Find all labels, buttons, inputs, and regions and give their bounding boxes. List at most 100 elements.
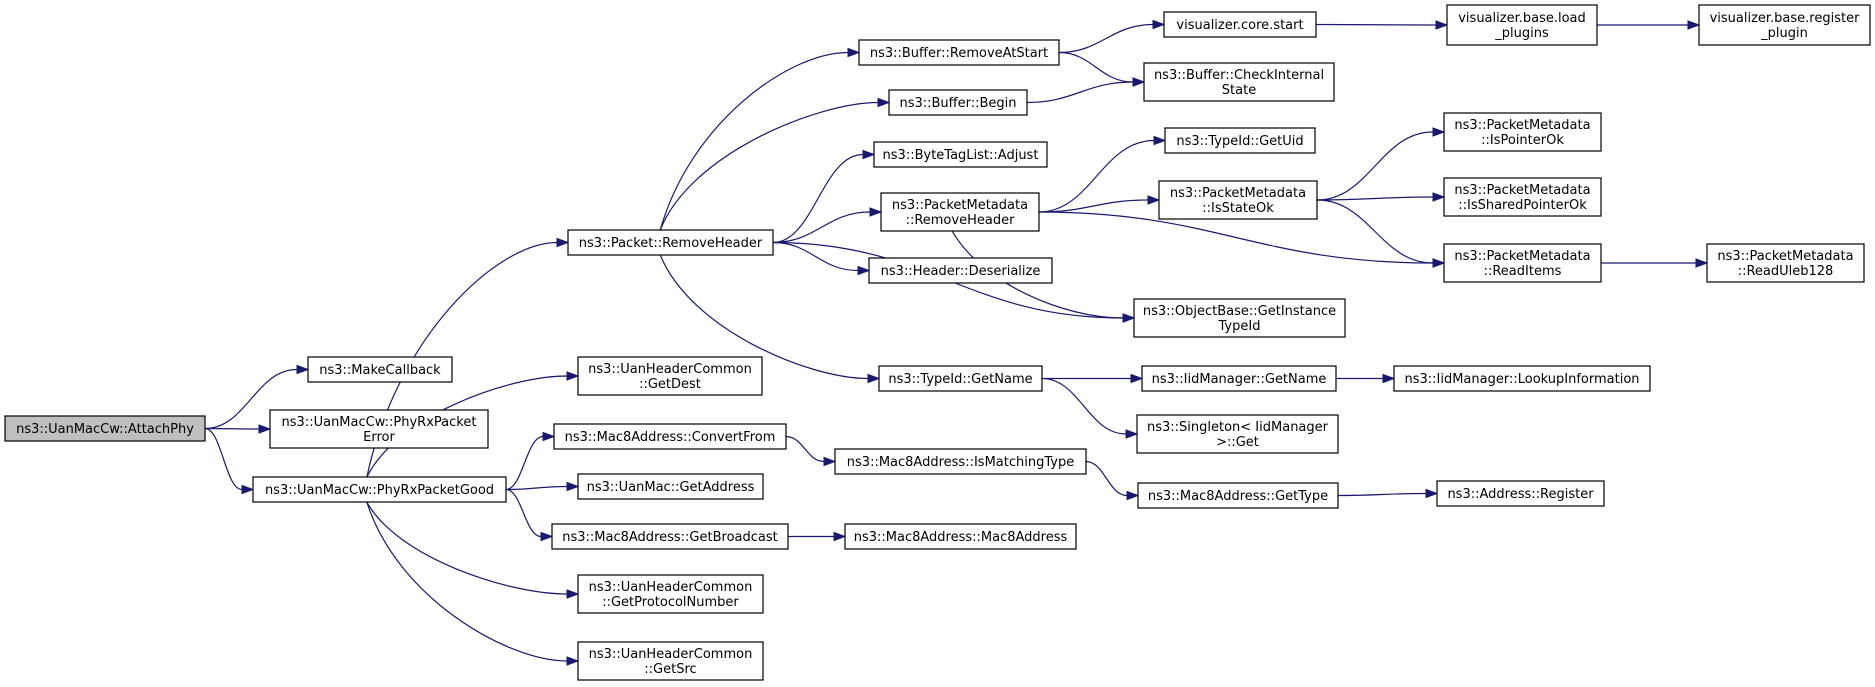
- node-box-getbcast: [551, 523, 789, 550]
- arrowhead-attach-to-rxerr: [258, 424, 272, 434]
- node-label-convfrom-line-0: ns3::Mac8Address::ConvertFrom: [565, 430, 776, 445]
- node-box-mac8ctor: [844, 523, 1077, 550]
- node-box-pktremove: [567, 229, 774, 256]
- node-box-iidlookup: [1393, 365, 1651, 392]
- arrowhead-rxgood-to-convfrom: [542, 431, 556, 442]
- edge-rxgood-to-getaddr: [505, 485, 568, 491]
- node-box-hdrdeser: [868, 257, 1053, 284]
- node-bufbegin[interactable]: ns3::Buffer::Begin: [888, 89, 1028, 116]
- node-label-getbcast-line-0: ns3::Mac8Address::GetBroadcast: [562, 530, 777, 545]
- node-getdest[interactable]: ns3::UanHeaderCommon::GetDest: [577, 356, 763, 396]
- node-label-rxerr-line-0: ns3::UanMacCw::PhyRxPacket: [282, 415, 477, 430]
- node-label-singleton-line-1: >::Get: [1216, 435, 1259, 450]
- node-getbcast[interactable]: ns3::Mac8Address::GetBroadcast: [551, 523, 789, 550]
- node-box-tidname: [878, 365, 1043, 392]
- node-makecb[interactable]: ns3::MakeCallback: [307, 356, 453, 383]
- node-ismatch[interactable]: ns3::Mac8Address::IsMatchingType: [834, 448, 1087, 475]
- node-box-attach: [4, 415, 206, 442]
- node-label-bufcheck-line-1: State: [1222, 83, 1256, 98]
- node-box-tiduid: [1164, 127, 1316, 154]
- node-bufremove[interactable]: ns3::Buffer::RemoveAtStart: [858, 39, 1060, 66]
- node-rxgood[interactable]: ns3::UanMacCw::PhyRxPacketGood: [252, 476, 507, 503]
- edge-rxgood-to-getproto: [366, 501, 568, 595]
- node-box-pmread: [1443, 243, 1602, 283]
- node-mac8ctor[interactable]: ns3::Mac8Address::Mac8Address: [844, 523, 1077, 550]
- node-label-pmread-line-0: ns3::PacketMetadata: [1454, 249, 1590, 264]
- node-pmread[interactable]: ns3::PacketMetadata::ReadItems: [1443, 243, 1602, 283]
- arrowhead-rxgood-to-getdest: [566, 371, 580, 381]
- node-box-getsrc: [577, 641, 764, 681]
- node-hdrdeser[interactable]: ns3::Header::Deserialize: [868, 257, 1053, 284]
- arrowhead-pmremove-to-getinst: [1122, 313, 1136, 323]
- node-iidlookup[interactable]: ns3::IidManager::LookupInformation: [1393, 365, 1651, 392]
- arrowhead-pmread-to-pmuleb: [1695, 258, 1709, 268]
- arrowhead-getbcast-to-mac8ctor: [833, 531, 847, 542]
- node-gettype[interactable]: ns3::Mac8Address::GetType: [1137, 482, 1339, 509]
- node-box-pmremove: [880, 192, 1040, 232]
- edge-bufremove-to-bufcheck: [1058, 51, 1134, 83]
- arrowhead-bufremove-to-vizstart: [1152, 19, 1166, 30]
- node-getproto[interactable]: ns3::UanHeaderCommon::GetProtocolNumber: [577, 574, 764, 614]
- node-tidname[interactable]: ns3::TypeId::GetName: [878, 365, 1043, 392]
- node-label-getdest-line-0: ns3::UanHeaderCommon: [588, 362, 752, 377]
- edge-pmremove-to-tiduid: [1038, 139, 1155, 213]
- node-box-addrreg: [1436, 480, 1605, 507]
- node-label-rxerr-line-1: Error: [363, 430, 395, 445]
- node-vizreg[interactable]: visualizer.base.register_plugin: [1698, 4, 1871, 46]
- node-label-iidlookup-line-0: ns3::IidManager::LookupInformation: [1404, 372, 1639, 387]
- node-getsrc[interactable]: ns3::UanHeaderCommon::GetSrc: [577, 641, 764, 681]
- node-pmremove[interactable]: ns3::PacketMetadata::RemoveHeader: [880, 192, 1040, 232]
- edge-pktremove-to-hdrdeser: [772, 241, 859, 272]
- node-label-getinst-line-0: ns3::ObjectBase::GetInstance: [1143, 304, 1336, 319]
- node-addrreg[interactable]: ns3::Address::Register: [1436, 480, 1605, 507]
- node-btladjust[interactable]: ns3::ByteTagList::Adjust: [873, 141, 1048, 168]
- arrowhead-tidname-to-singleton: [1125, 429, 1139, 439]
- node-pmstate[interactable]: ns3::PacketMetadata::IsStateOk: [1158, 180, 1318, 220]
- node-vizload[interactable]: visualizer.base.load_plugins: [1446, 4, 1598, 46]
- node-box-vizreg: [1698, 4, 1871, 46]
- node-pmshared[interactable]: ns3::PacketMetadata::IsSharedPointerOk: [1443, 177, 1602, 217]
- node-label-singleton-line-0: ns3::Singleton< IidManager: [1147, 420, 1329, 435]
- node-pktremove[interactable]: ns3::Packet::RemoveHeader: [567, 229, 774, 256]
- arrowhead-bufbegin-to-bufcheck: [1132, 77, 1146, 87]
- node-label-iidname-line-0: ns3::IidManager::GetName: [1152, 372, 1327, 387]
- node-box-bufremove: [858, 39, 1060, 66]
- arrowhead-rxgood-to-getbcast: [540, 531, 554, 542]
- node-box-iidname: [1141, 365, 1337, 392]
- node-box-pmuleb: [1706, 243, 1865, 283]
- edge-attach-to-rxgood: [204, 427, 243, 491]
- node-getaddr[interactable]: ns3::UanMac::GetAddress: [577, 473, 764, 500]
- node-vizstart[interactable]: visualizer.core.start: [1163, 11, 1317, 38]
- arrowhead-pktremove-to-tidname: [867, 373, 881, 384]
- node-box-gettype: [1137, 482, 1339, 509]
- node-label-pmshared-line-1: ::IsSharedPointerOk: [1458, 198, 1587, 213]
- node-tiduid[interactable]: ns3::TypeId::GetUid: [1164, 127, 1316, 154]
- node-attach[interactable]: ns3::UanMacCw::AttachPhy: [4, 415, 206, 442]
- edge-pktremove-to-pmremove: [772, 211, 871, 244]
- node-box-bufbegin: [888, 89, 1028, 116]
- node-box-ismatch: [834, 448, 1087, 475]
- node-label-getinst-line-1: TypeId: [1218, 319, 1261, 334]
- edge-pmremove-to-pmstate: [1038, 199, 1149, 213]
- arrowhead-gettype-to-addrreg: [1425, 488, 1439, 499]
- node-box-convfrom: [553, 423, 787, 450]
- node-box-getdest: [577, 356, 763, 396]
- node-box-singleton: [1136, 414, 1339, 454]
- node-iidname[interactable]: ns3::IidManager::GetName: [1141, 365, 1337, 392]
- arrowhead-pmremove-to-pmstate: [1147, 195, 1161, 205]
- node-label-pmread-line-1: ::ReadItems: [1484, 264, 1562, 279]
- node-pmuleb[interactable]: ns3::PacketMetadata::ReadUleb128: [1706, 243, 1865, 283]
- node-label-pmptr-line-1: ::IsPointerOk: [1481, 133, 1564, 148]
- node-box-getproto: [577, 574, 764, 614]
- node-convfrom[interactable]: ns3::Mac8Address::ConvertFrom: [553, 423, 787, 450]
- node-box-rxerr: [269, 409, 489, 449]
- node-label-attach-line-0: ns3::UanMacCw::AttachPhy: [16, 422, 194, 437]
- node-box-makecb: [307, 356, 453, 383]
- node-pmptr[interactable]: ns3::PacketMetadata::IsPointerOk: [1443, 112, 1602, 152]
- edge-rxgood-to-getbcast: [505, 488, 542, 538]
- node-singleton[interactable]: ns3::Singleton< IidManager >::Get: [1136, 414, 1339, 454]
